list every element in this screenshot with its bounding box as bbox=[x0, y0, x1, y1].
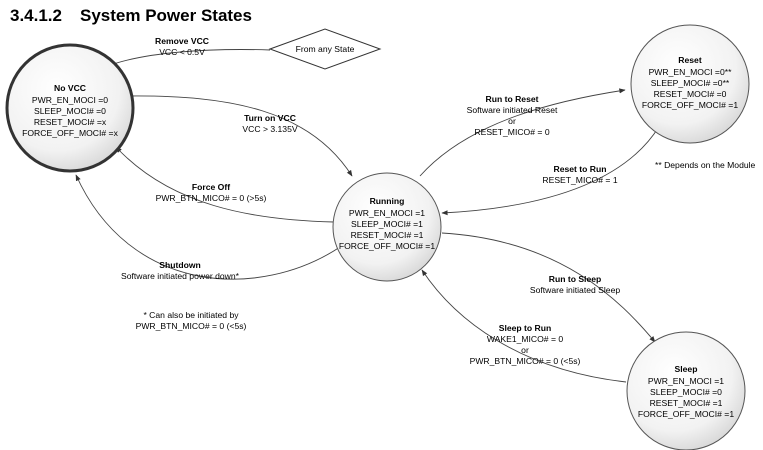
transition-title: Turn on VCC bbox=[244, 113, 296, 123]
transition-title: Shutdown bbox=[159, 260, 201, 270]
state-signal: PWR_EN_MOCI =1 bbox=[349, 208, 425, 218]
shutdown-note-line2: PWR_BTN_MICO# = 0 (<5s) bbox=[136, 321, 247, 331]
state-signal: RESET_MOCI# =1 bbox=[650, 398, 723, 408]
sleep-to-run-arrow bbox=[421, 269, 627, 383]
from-any-state-node: From any State bbox=[268, 28, 382, 70]
run-to-sleep-arrow bbox=[441, 232, 656, 343]
transition-title: Sleep to Run bbox=[499, 323, 552, 333]
section-number: 3.4.1.2 bbox=[10, 6, 62, 25]
shutdown-arrow bbox=[75, 174, 341, 280]
state-signal: RESET_MOCI# =0 bbox=[654, 89, 727, 99]
state-signal: FORCE_OFF_MOCI# =1 bbox=[638, 409, 734, 419]
transition-condition: Software initiated power down* bbox=[121, 271, 240, 281]
state-signal: PWR_EN_MOCI =1 bbox=[648, 376, 724, 386]
transition-remove-vcc: Remove VCC VCC < 0.5V bbox=[155, 36, 209, 57]
transition-title: Run to Reset bbox=[486, 94, 539, 104]
transition-condition: or bbox=[508, 116, 516, 126]
state-signal: FORCE_OFF_MOCI# =1 bbox=[642, 100, 738, 110]
transition-turn-on-vcc: Turn on VCC VCC > 3.135V bbox=[242, 113, 297, 134]
transition-condition: RESET_MICO# = 0 bbox=[474, 127, 549, 137]
transition-condition: Software initiated Reset bbox=[467, 105, 558, 115]
turn-on-vcc-arrow bbox=[127, 95, 353, 177]
force-off-arrow bbox=[115, 146, 335, 223]
transition-condition: RESET_MICO# = 1 bbox=[542, 175, 617, 185]
state-signal: FORCE_OFF_MOCI# =x bbox=[22, 128, 118, 138]
transition-condition: Software initiated Sleep bbox=[530, 285, 621, 295]
state-signal: SLEEP_MOCI# =1 bbox=[351, 219, 423, 229]
reset-to-run-arrow bbox=[441, 124, 661, 216]
state-name: No VCC bbox=[54, 83, 86, 93]
transition-run-to-sleep: Run to Sleep Software initiated Sleep bbox=[530, 274, 621, 295]
transition-condition: VCC < 0.5V bbox=[159, 47, 205, 57]
state-signal: RESET_MOCI# =x bbox=[34, 117, 107, 127]
state-no-vcc: No VCC PWR_EN_MOCI =0 SLEEP_MOCI# =0 RES… bbox=[5, 43, 135, 173]
run-to-reset-arrow bbox=[419, 88, 626, 177]
state-signal: PWR_EN_MOCI =0** bbox=[649, 67, 733, 77]
state-signal: PWR_EN_MOCI =0 bbox=[32, 95, 108, 105]
state-signal: SLEEP_MOCI# =0** bbox=[651, 78, 730, 88]
transition-condition: PWR_BTN_MICO# = 0 (<5s) bbox=[470, 356, 581, 366]
transition-title: Remove VCC bbox=[155, 36, 209, 46]
transition-condition: or bbox=[521, 345, 529, 355]
state-signal: RESET_MOCI# =1 bbox=[351, 230, 424, 240]
transition-reset-to-run: Reset to Run RESET_MICO# = 1 bbox=[542, 164, 617, 185]
state-name: Running bbox=[370, 196, 405, 206]
transition-force-off: Force Off PWR_BTN_MICO# = 0 (>5s) bbox=[156, 182, 267, 203]
transition-condition: VCC > 3.135V bbox=[242, 124, 297, 134]
state-sleep: Sleep PWR_EN_MOCI =1 SLEEP_MOCI# =0 RESE… bbox=[626, 331, 746, 450]
state-signal: FORCE_OFF_MOCI# =1 bbox=[339, 241, 435, 251]
remove-vcc-arrow bbox=[107, 49, 271, 67]
transition-title: Force Off bbox=[192, 182, 230, 192]
state-reset: Reset PWR_EN_MOCI =0** SLEEP_MOCI# =0** … bbox=[630, 24, 750, 144]
state-signal: SLEEP_MOCI# =0 bbox=[34, 106, 106, 116]
transition-condition: WAKE1_MICO# = 0 bbox=[487, 334, 564, 344]
transition-title: Reset to Run bbox=[554, 164, 607, 174]
module-note: ** Depends on the Module bbox=[655, 160, 756, 170]
shutdown-note-line1: * Can also be initiated by bbox=[143, 310, 239, 320]
state-name: Sleep bbox=[675, 364, 698, 374]
section-title: System Power States bbox=[80, 6, 252, 25]
transition-sleep-to-run: Sleep to Run WAKE1_MICO# = 0 or PWR_BTN_… bbox=[470, 323, 581, 366]
state-name: Reset bbox=[678, 55, 702, 65]
transition-shutdown: Shutdown Software initiated power down* bbox=[121, 260, 240, 281]
transition-run-to-reset: Run to Reset Software initiated Reset or… bbox=[467, 94, 558, 137]
transition-condition: PWR_BTN_MICO# = 0 (>5s) bbox=[156, 193, 267, 203]
state-signal: SLEEP_MOCI# =0 bbox=[650, 387, 722, 397]
from-any-state-label: From any State bbox=[296, 44, 355, 54]
state-running: Running PWR_EN_MOCI =1 SLEEP_MOCI# =1 RE… bbox=[332, 172, 442, 282]
section-heading: 3.4.1.2 System Power States bbox=[10, 6, 252, 26]
transition-title: Run to Sleep bbox=[549, 274, 602, 284]
